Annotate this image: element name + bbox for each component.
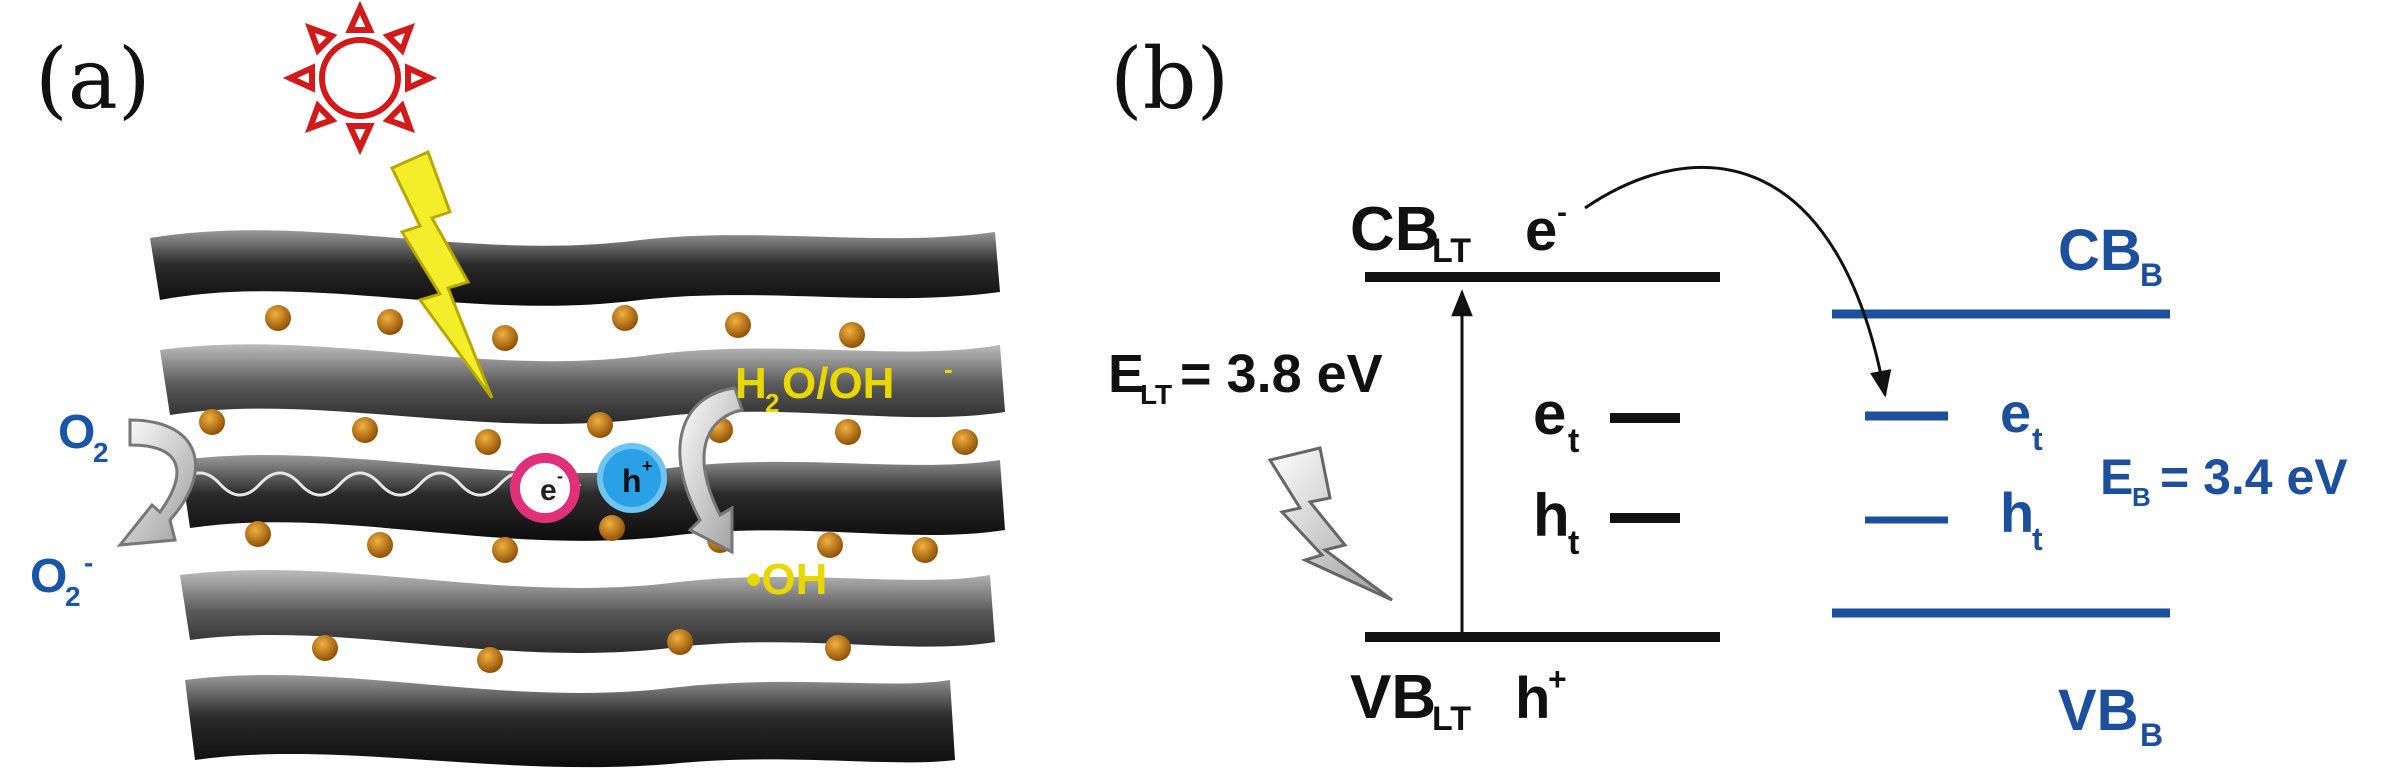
electron-symbol: e	[540, 474, 557, 507]
sheet-1	[150, 230, 1000, 306]
et-right-subscript: t	[2032, 421, 2043, 457]
o2-subscript: 2	[93, 437, 109, 468]
hole-badge: h +	[597, 443, 667, 513]
elt-value: = 3.8 eV	[1180, 344, 1383, 404]
hole-charge: +	[642, 456, 653, 476]
ht-right-label: h	[2000, 481, 2034, 544]
ht-right-subscript: t	[2032, 521, 2043, 557]
energy-transfer-wave	[178, 471, 582, 497]
panel-b-label: (b)	[1110, 30, 1229, 128]
water-subscript: 2	[765, 388, 779, 418]
water-superscript: -	[944, 354, 953, 384]
vb-lt-label: VB	[1350, 663, 1436, 732]
cb-lt-label: CB	[1350, 195, 1440, 264]
sheet-5	[185, 675, 955, 768]
ht-left-label: h	[1533, 482, 1570, 549]
sheet-2	[160, 344, 1005, 424]
oxygen-label: O 2	[58, 406, 109, 468]
sheet-3	[180, 455, 1005, 541]
light-excitation-icon	[1267, 446, 1393, 602]
hydroxyl-label: •OH	[746, 555, 827, 604]
electron-charge: -	[557, 466, 563, 486]
lightning-icon	[389, 149, 494, 399]
water-h: H	[735, 359, 767, 408]
sheet-4	[180, 570, 995, 653]
vb-b-label: VB	[2058, 678, 2139, 743]
eb-label: E	[2100, 449, 2133, 505]
hole-symbol: h	[622, 463, 642, 499]
h-plus-label: h	[1515, 666, 1550, 731]
water-rest: O/OH	[782, 359, 894, 408]
et-left-label: e	[1533, 380, 1566, 447]
vb-lt-subscript: LT	[1432, 700, 1471, 738]
intercalated-particles	[199, 305, 978, 673]
sun-icon	[282, 0, 438, 156]
electron-transfer-arrow	[1584, 165, 1892, 398]
panel-a: (a)	[30, 0, 1005, 768]
elt-label: E	[1108, 344, 1144, 404]
water-oxidation-arrow	[678, 386, 744, 555]
eb-value: = 3.4 eV	[2160, 449, 2348, 505]
o2-minus-text: O	[30, 550, 67, 603]
panel-b: (b) CB LT e - VB LT h + E LT = 3.8 eV	[1108, 30, 2348, 753]
ht-left-subscript: t	[1568, 524, 1579, 562]
layered-sheets	[150, 230, 1005, 768]
elt-subscript: LT	[1140, 379, 1172, 410]
et-right-label: e	[2000, 381, 2031, 444]
cb-b-subscript: B	[2140, 257, 2163, 293]
superoxide-label: O 2 -	[30, 547, 93, 612]
eb-subscript: B	[2132, 482, 2151, 512]
o2-minus-superscript: -	[84, 547, 93, 578]
o2-minus-subscript: 2	[65, 581, 81, 612]
water-label: H 2 O/OH -	[735, 354, 953, 418]
e-minus-label: e	[1525, 198, 1557, 263]
o2-text: O	[58, 406, 95, 459]
cb-b-label: CB	[2058, 218, 2142, 283]
electron-badge: e -	[510, 453, 580, 523]
et-left-subscript: t	[1568, 422, 1579, 460]
e-minus-superscript: -	[1557, 196, 1567, 229]
vb-b-subscript: B	[2140, 717, 2163, 753]
h-plus-superscript: +	[1548, 661, 1567, 697]
cb-lt-subscript: LT	[1432, 232, 1471, 270]
oxygen-reduction-arrow	[116, 418, 197, 547]
panel-a-label: (a)	[35, 30, 151, 128]
